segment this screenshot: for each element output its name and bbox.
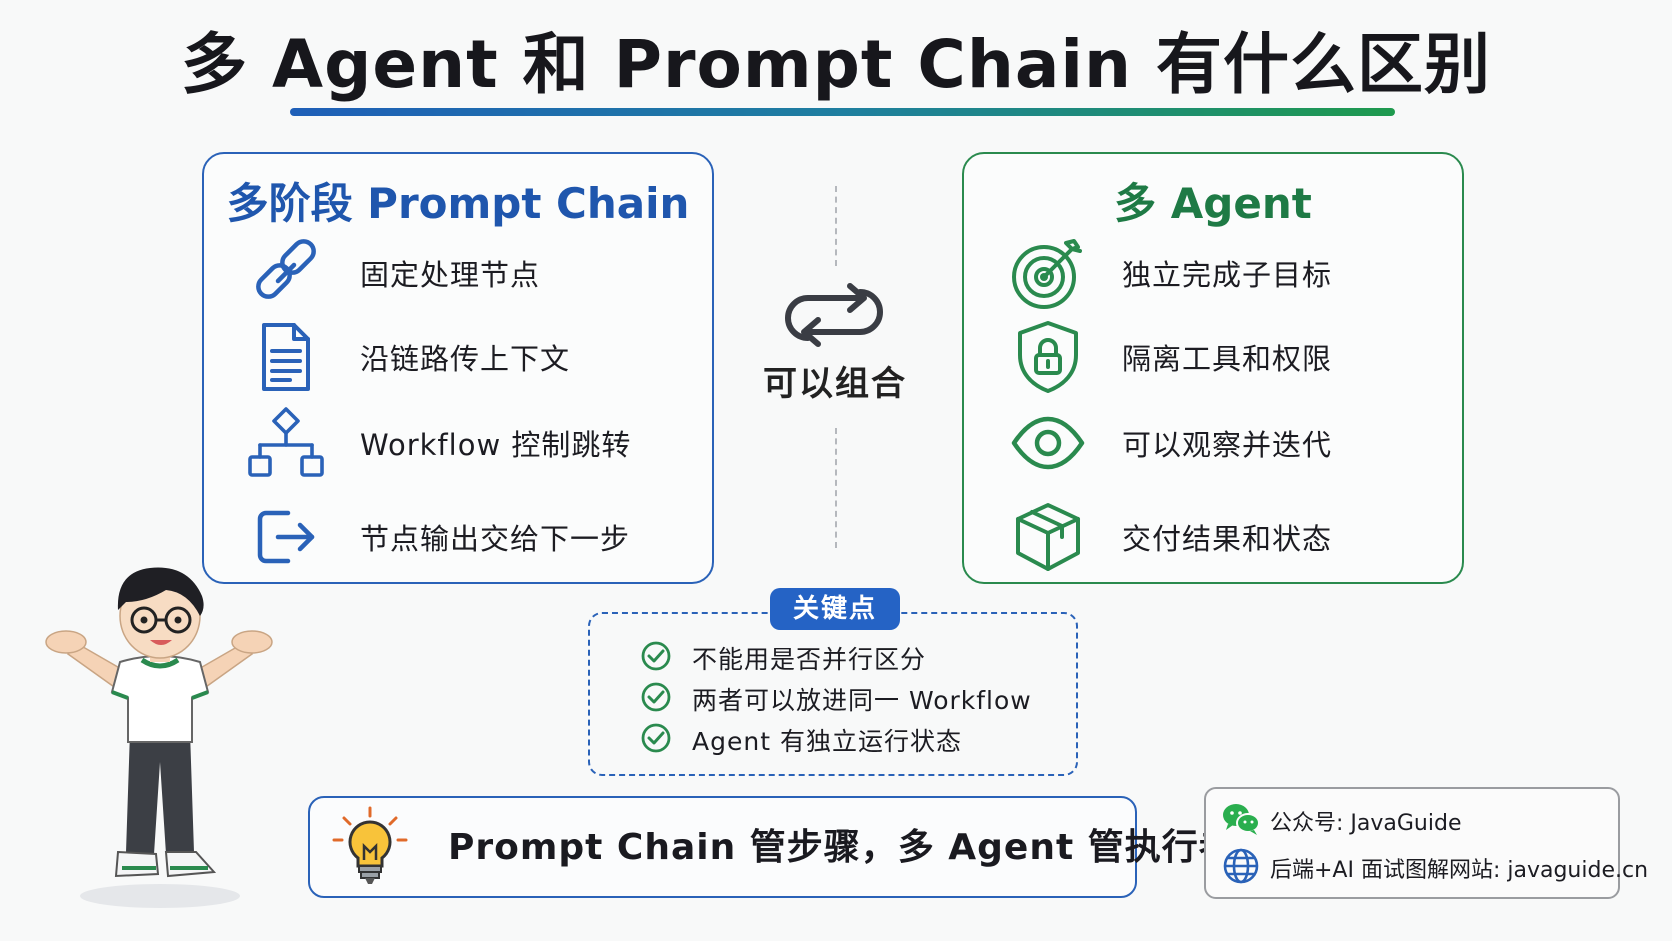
shield-lock-icon xyxy=(1010,319,1086,395)
key-point-label: 不能用是否并行区分 xyxy=(692,645,927,674)
cartoon-character xyxy=(38,562,278,916)
check-circle-icon xyxy=(640,640,672,676)
wechat-account-label: 公众号: JavaGuide xyxy=(1270,811,1462,836)
prompt-chain-item-label: 节点输出交给下一步 xyxy=(360,522,631,556)
multi-agent-item-3: 可以观察并迭代 xyxy=(1010,408,1332,478)
combinable-label: 可以组合 xyxy=(763,364,907,404)
multi-agent-item-label: 独立完成子目标 xyxy=(1122,258,1333,292)
eye-icon xyxy=(1010,405,1086,481)
brand-site-row: 后端+AI 面试图解网站: javaguide.cn xyxy=(1222,846,1648,890)
page-title: 多 Agent 和 Prompt Chain 有什么区别 xyxy=(181,26,1491,103)
prompt-chain-item-label: 沿链路传上下文 xyxy=(360,342,571,376)
prompt-chain-item-label: Workflow 控制跳转 xyxy=(360,428,632,462)
chain-link-icon xyxy=(248,235,324,311)
prompt-chain-item-2: 沿链路传上下文 xyxy=(248,322,570,392)
key-point-item: 两者可以放进同一 Workflow xyxy=(640,681,1032,717)
multi-agent-panel: 多 Agent xyxy=(962,152,1464,584)
prompt-chain-item-4: 节点输出交给下一步 xyxy=(248,502,630,572)
brand-box xyxy=(1204,787,1620,899)
check-circle-icon xyxy=(640,681,672,717)
key-point-label: 两者可以放进同一 Workflow xyxy=(692,686,1032,715)
prompt-chain-panel-title: 多阶段 Prompt Chain xyxy=(226,179,690,228)
summary-box xyxy=(308,796,1137,898)
brand-wechat-row: 公众号: JavaGuide xyxy=(1222,799,1461,843)
key-point-label: Agent 有独立运行状态 xyxy=(692,727,962,756)
wechat-icon xyxy=(1222,802,1260,840)
document-icon xyxy=(248,319,324,395)
key-point-item: Agent 有独立运行状态 xyxy=(640,722,962,758)
loop-icon xyxy=(784,280,884,354)
multi-agent-item-label: 可以观察并迭代 xyxy=(1122,428,1333,462)
lightbulb-icon xyxy=(330,806,410,894)
summary-text: Prompt Chain 管步骤，多 Agent 管执行者 xyxy=(448,827,1236,868)
multi-agent-item-2: 隔离工具和权限 xyxy=(1010,319,1333,395)
globe-icon xyxy=(1222,847,1260,889)
multi-agent-panel-title: 多 Agent xyxy=(1114,179,1312,228)
exit-arrow-icon xyxy=(248,499,324,575)
prompt-chain-item-3: Workflow 控制跳转 xyxy=(248,405,632,481)
prompt-chain-item-1: 固定处理节点 xyxy=(248,238,540,308)
divider-bottom xyxy=(835,428,837,548)
divider-top xyxy=(835,186,837,266)
multi-agent-item-label: 隔离工具和权限 xyxy=(1122,342,1333,376)
website-label: 后端+AI 面试图解网站: javaguide.cn xyxy=(1270,858,1649,883)
multi-agent-item-label: 交付结果和状态 xyxy=(1122,522,1333,556)
multi-agent-item-4: 交付结果和状态 xyxy=(1010,502,1332,572)
key-points-tag: 关键点 xyxy=(770,588,900,630)
workflow-icon xyxy=(248,405,324,481)
key-point-item: 不能用是否并行区分 xyxy=(640,640,926,676)
check-circle-icon xyxy=(640,722,672,758)
multi-agent-item-1: 独立完成子目标 xyxy=(1010,235,1333,311)
target-icon xyxy=(1010,235,1086,311)
box-icon xyxy=(1010,499,1086,575)
prompt-chain-item-label: 固定处理节点 xyxy=(360,258,541,292)
title-underline xyxy=(290,108,1395,116)
